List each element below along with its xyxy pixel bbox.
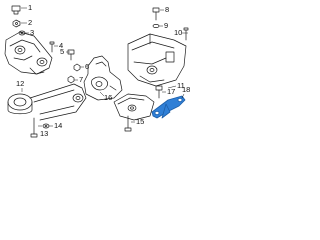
nut-icon [67,75,75,84]
callout-1: 1 [28,3,33,12]
bolt-icon [11,5,21,15]
transmission-mount [83,55,123,101]
callout-13: 13 [40,129,49,138]
callout-15: 15 [136,117,145,126]
nut-icon [73,63,81,72]
bolt-icon [155,85,163,99]
washer-icon [152,24,160,28]
lower-bracket [113,93,155,121]
bolt-icon [152,7,160,21]
callout-3: 3 [30,28,35,37]
parts-diagram: 1 2 3 4 5 6 7 8 9 10 11 12 13 14 15 16 1… [0,0,200,147]
callout-16: 16 [104,93,113,102]
highlighted-bracket [151,95,186,119]
torque-strut [7,83,87,121]
nut-icon [12,19,21,28]
bolt-icon [30,117,38,138]
callout-14: 14 [54,121,63,130]
callout-2: 2 [28,18,33,27]
callout-5: 5 [60,47,65,56]
bolt-icon [67,49,75,61]
washer-icon [42,123,50,129]
callout-9: 9 [164,21,169,30]
parts-illustration [4,5,189,138]
callout-11: 11 [177,81,185,90]
callout-12: 12 [16,79,25,88]
callout-18: 18 [182,85,191,94]
callout-8: 8 [165,5,170,14]
callout-4: 4 [59,41,64,50]
bolt-icon [49,41,55,53]
engine-mount-bracket [4,31,53,75]
bolt-icon [183,27,189,41]
bolt-icon [124,115,132,132]
callout-17: 17 [167,87,176,96]
callout-7: 7 [79,75,84,84]
callout-10: 10 [174,28,183,37]
upper-right-mount [127,33,187,87]
callout-6: 6 [85,62,90,71]
